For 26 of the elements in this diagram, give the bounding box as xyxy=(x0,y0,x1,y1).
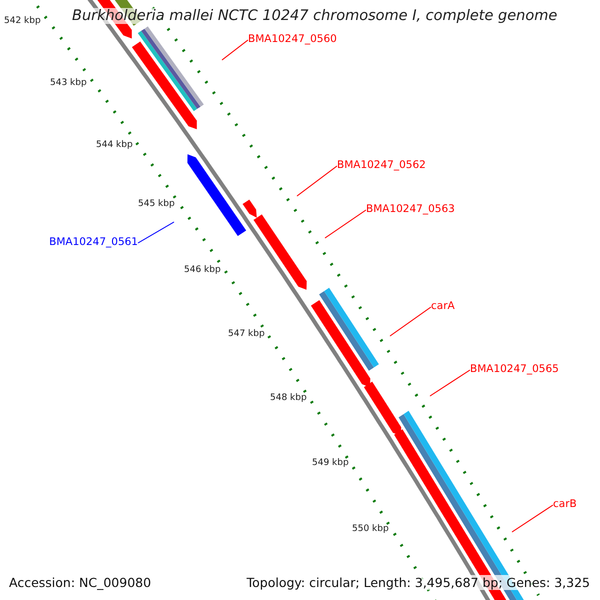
accession-text: Accession: NC_009080 xyxy=(9,575,152,590)
gene-label: carA xyxy=(431,300,455,312)
gene-label: BMA10247_0565 xyxy=(470,363,559,375)
scale-label: 543 kbp xyxy=(50,78,87,88)
leader-line xyxy=(430,370,470,396)
title: Burkholderia mallei NCTC 10247 chromosome I, complete genome xyxy=(70,8,560,24)
leader-line xyxy=(512,504,554,532)
scale-label: 544 kbp xyxy=(96,140,133,150)
scale-label: 545 kbp xyxy=(138,199,175,209)
gene-label: BMA10247_0562 xyxy=(337,159,426,171)
scale-label: 549 kbp xyxy=(312,458,349,468)
leader-line xyxy=(390,306,432,336)
scale-label: 546 kbp xyxy=(184,265,221,275)
leader-line xyxy=(138,222,174,244)
leader-line xyxy=(296,166,338,196)
genome-info-text: Topology: circular; Length: 3,495,687 bp; Genes: 3,325 xyxy=(246,575,590,590)
gene-label: BMA10247_0561 xyxy=(49,236,138,248)
scale-label: 548 kbp xyxy=(270,393,307,403)
scale-label: 542 kbp xyxy=(4,16,41,26)
leader-line xyxy=(222,40,248,60)
leader-line xyxy=(324,210,366,238)
gene-label: BMA10247_0563 xyxy=(366,203,455,215)
scale-label: 547 kbp xyxy=(228,329,265,339)
gene-label: carB xyxy=(553,498,577,510)
gene-label: BMA10247_0560 xyxy=(248,33,337,45)
scale-label: 550 kbp xyxy=(352,524,389,534)
